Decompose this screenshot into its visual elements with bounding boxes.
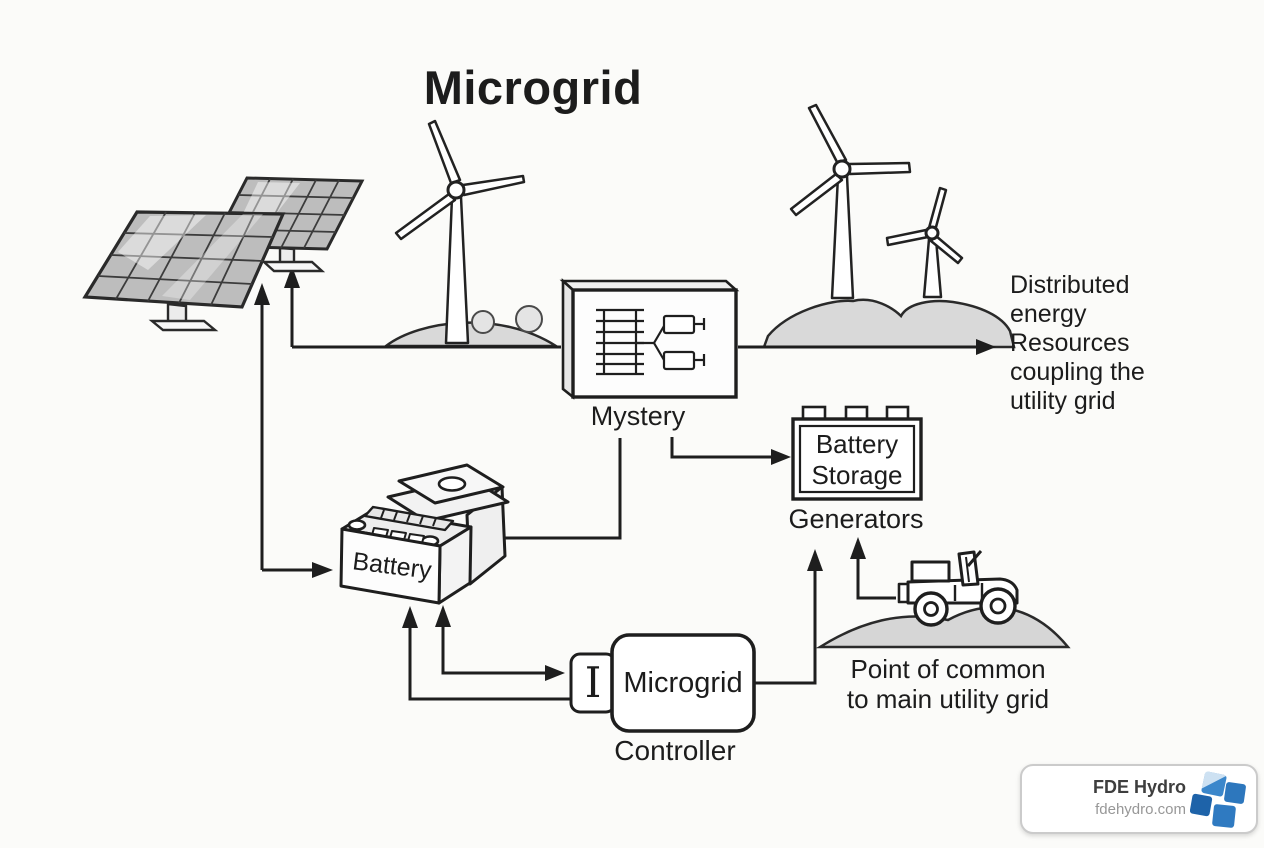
controller-port-glyph: I: [584, 657, 602, 707]
battery-storage-line2: Storage: [811, 460, 903, 490]
distributed-line3: Resources: [1010, 329, 1130, 357]
battery-3d-icon: [339, 463, 510, 605]
distributed-text: Distributed energy Resources coupling th…: [1010, 271, 1190, 416]
controller-box-icon: [569, 633, 756, 733]
mystery-storage-arrow: [670, 437, 791, 465]
inverter-circuit-icon: [559, 278, 740, 400]
battery-storage-label: Battery Storage: [795, 429, 919, 491]
controller-box-label: Microgrid: [623, 666, 743, 699]
wind-turbine-icon: [394, 119, 526, 345]
distributed-line1: Distributed: [1010, 271, 1130, 299]
distributed-line4: coupling the: [1010, 358, 1145, 386]
vendor-website: fdehydro.com: [1095, 801, 1186, 818]
bush-icon: [471, 310, 495, 334]
blue-squares-logo: [1190, 771, 1246, 828]
distributed-line2: energy: [1010, 300, 1087, 328]
controller-generators-arrow: [754, 549, 823, 685]
solar-panels-icon: [82, 176, 365, 332]
vendor-name: FDE Hydro: [1092, 777, 1186, 797]
mystery-label: Mystery: [590, 401, 686, 431]
bush-icon: [515, 305, 543, 333]
pcc-line1: Point of common: [850, 654, 1046, 684]
solar-battery-arrow: [254, 283, 333, 578]
distributed-line5: utility grid: [1010, 387, 1116, 415]
battery-controller-arrow: [402, 605, 571, 701]
pcc-line2: to main utility grid: [846, 684, 1050, 714]
diagram-title: Microgrid: [423, 61, 643, 114]
bus-arrow: [284, 266, 996, 355]
pcc-label: Point of common to main utility grid: [828, 654, 1068, 714]
generators-label: Generators: [788, 504, 924, 534]
battery-storage-line1: Battery: [815, 429, 899, 459]
vendor-logo-card: FDE Hydro fdehydro.com: [1020, 764, 1258, 834]
mystery-battery-line: [499, 438, 622, 540]
jeep-pcc-arrow: [850, 537, 896, 600]
vendor-logo-text: FDE Hydro fdehydro.com: [1093, 775, 1186, 821]
hill-left: [382, 305, 561, 348]
battery-storage-box-icon: [791, 405, 923, 501]
hills-right: [762, 298, 1016, 349]
jeep-icon: [897, 550, 1019, 627]
wind-turbines-icon: [789, 103, 964, 300]
controller-caption: Controller: [614, 735, 736, 766]
